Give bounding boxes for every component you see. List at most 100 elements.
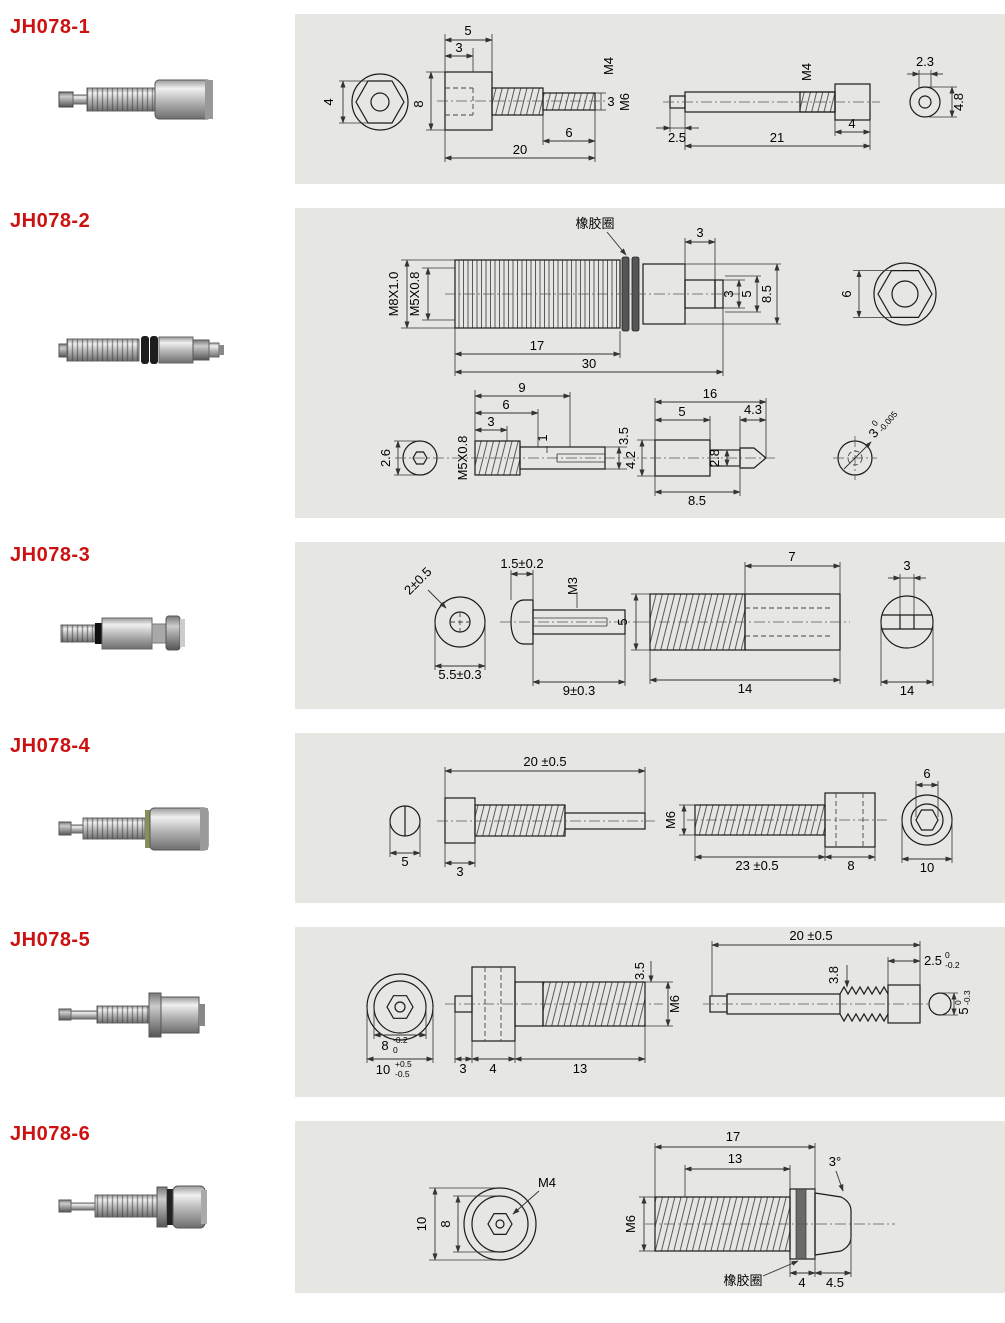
dim-label: 8.5 xyxy=(759,285,774,303)
dim-label: 2.6 xyxy=(378,449,393,467)
product-photo xyxy=(58,79,213,120)
dim-label: 5 xyxy=(956,1007,971,1014)
dim-label: 6 xyxy=(565,125,572,140)
dim-label: M5X0.8 xyxy=(455,436,470,481)
dim-label: 3 xyxy=(487,414,494,429)
dim-label: 3.8 xyxy=(826,966,841,984)
product-row-jh078-2: JH078-2 xyxy=(0,208,1005,518)
dim-label: 4.2 xyxy=(623,451,638,469)
product-photo xyxy=(58,336,224,364)
drawing-panel: 橡胶圈 3 M8X1.0 M5X0.8 3 5 8.5 6 17 30 9 6 … xyxy=(295,208,1005,518)
dim-label: 8 xyxy=(411,100,426,107)
tolerance-upper: +0.5 xyxy=(395,1059,412,1069)
dim-label: 3.5 xyxy=(632,962,647,980)
pin-side-view xyxy=(656,83,880,150)
dim-label: 3° xyxy=(829,1154,841,1169)
screw-side-view xyxy=(437,767,655,867)
dim-label: 3 xyxy=(696,225,703,240)
product-row-jh078-5: JH078-5 xyxy=(0,927,1005,1097)
left-column: JH078-6 xyxy=(0,1121,295,1293)
product-photo xyxy=(60,615,185,651)
screw-side-view xyxy=(395,390,647,476)
product-code: JH078-5 xyxy=(10,929,91,951)
dim-label: 20 xyxy=(513,142,527,157)
product-row-jh078-4: JH078-4 xyxy=(0,733,1005,903)
dim-label: 7 xyxy=(788,549,795,564)
dim-label: 21 xyxy=(770,130,784,145)
dim-label: M6 xyxy=(623,1215,638,1233)
dim-label: 1.5±0.2 xyxy=(500,556,543,571)
sleeve-side-view xyxy=(631,562,850,684)
dim-labels: 橡胶圈 3 M8X1.0 M5X0.8 3 5 8.5 6 17 30 9 6 … xyxy=(378,216,900,508)
drawing-panel: 20 ±0.5 6 M6 5 3 23 ±0.5 8 10 xyxy=(295,733,1005,903)
screw-side-view xyxy=(445,961,673,1063)
dim-labels: 17 13 3° M4 10 8 M6 橡胶圈 4 4.5 xyxy=(414,1129,844,1290)
dim-label: 5 xyxy=(739,290,754,297)
dim-label: 5 xyxy=(678,404,685,419)
dim-label: 4 xyxy=(848,116,855,131)
left-column: JH078-2 xyxy=(0,208,295,518)
dim-label: M6 xyxy=(617,93,632,111)
dim-label: 5 xyxy=(615,618,630,625)
dim-label: 6 xyxy=(839,290,854,297)
dim-label: 5.5±0.3 xyxy=(438,667,481,682)
dim-label: 3 xyxy=(459,1061,466,1076)
product-row-jh078-1: JH078-1 xyxy=(0,14,1005,184)
dim-label: 9±0.3 xyxy=(563,683,595,698)
tolerance-upper: 0 xyxy=(945,950,950,960)
drawing-jh078-3: 2±0.5 1.5±0.2 M3 7 3 5 5.5±0.3 9±0.3 14 … xyxy=(401,549,934,698)
tolerance-lower: -0.5 xyxy=(395,1069,410,1079)
drawing-jh078-1: 5 3 4 8 M4 3 M6 6 20 M4 2.5 21 4 2.3 4.8 xyxy=(321,23,966,162)
pin-side-view xyxy=(703,941,958,1024)
dim-label: 3 xyxy=(903,558,910,573)
drawing-panel: 5 3 4 8 M4 3 M6 6 20 M4 2.5 21 4 2.3 4.8 xyxy=(295,14,1005,184)
dim-label: 4.5 xyxy=(826,1275,844,1290)
drawing-panel: 2±0.5 1.5±0.2 M3 7 3 5 5.5±0.3 9±0.3 14 … xyxy=(295,542,1005,709)
left-column: JH078-1 xyxy=(0,14,295,184)
dim-label: 2.5 xyxy=(668,130,686,145)
product-photo xyxy=(58,992,205,1038)
dim-label: 17 xyxy=(726,1129,740,1144)
product-code: JH078-1 xyxy=(10,16,91,38)
tolerance-lower: -0.3 xyxy=(962,990,972,1005)
tolerance-upper: 0 xyxy=(953,1000,963,1005)
dim-label: 1 xyxy=(535,434,550,441)
dim-label: M6 xyxy=(663,811,678,829)
dim-label: 2±0.5 xyxy=(401,564,435,598)
left-column: JH078-5 xyxy=(0,927,295,1097)
dim-label: 8 xyxy=(438,1220,453,1227)
dim-label: 9 xyxy=(518,380,525,395)
dim-label: 20 ±0.5 xyxy=(523,754,566,769)
dim-labels: 5 3 4 8 M4 3 M6 6 20 M4 2.5 21 4 2.3 4.8 xyxy=(321,23,966,157)
drawing-jh078-2: 橡胶圈 3 M8X1.0 M5X0.8 3 5 8.5 6 17 30 9 6 … xyxy=(378,216,937,508)
dim-label: 2.8 xyxy=(707,449,722,467)
dim-label: 3 xyxy=(455,40,462,55)
dim-label: 4 xyxy=(798,1275,805,1290)
dim-label: 3 xyxy=(456,864,463,879)
sleeve-end-view xyxy=(880,574,934,686)
assembly-side-view xyxy=(679,792,887,861)
dim-label: 3 xyxy=(721,290,736,297)
dim-label: 5 xyxy=(464,23,471,38)
hex-end-view xyxy=(853,262,937,326)
drawing-panel: 3.5 20 ±0.5 2.5 0 -0.2 M6 3.8 5 0 -0.3 8… xyxy=(295,927,1005,1097)
dim-label: M6 xyxy=(667,995,682,1013)
side-view xyxy=(426,34,607,162)
pin-side-view xyxy=(637,398,775,496)
product-code: JH078-4 xyxy=(10,735,91,757)
dim-label: 13 xyxy=(573,1061,587,1076)
screw-side-view xyxy=(500,570,640,686)
product-row-jh078-3: JH078-3 xyxy=(0,542,1005,709)
dim-label: 橡胶圈 xyxy=(723,1273,762,1288)
dim-label: 8 xyxy=(381,1038,388,1053)
cap-end-view xyxy=(901,781,953,863)
product-photo xyxy=(58,1185,207,1229)
dim-labels: 3.5 20 ±0.5 2.5 0 -0.2 M6 3.8 5 0 -0.3 8… xyxy=(376,928,972,1079)
dim-label: 23 ±0.5 xyxy=(735,858,778,873)
product-photo xyxy=(58,807,209,851)
tolerance-lower: -0.2 xyxy=(945,960,960,970)
valve-side-view xyxy=(401,231,781,376)
product-code: JH078-6 xyxy=(10,1123,91,1145)
dim-label: 20 ±0.5 xyxy=(789,928,832,943)
